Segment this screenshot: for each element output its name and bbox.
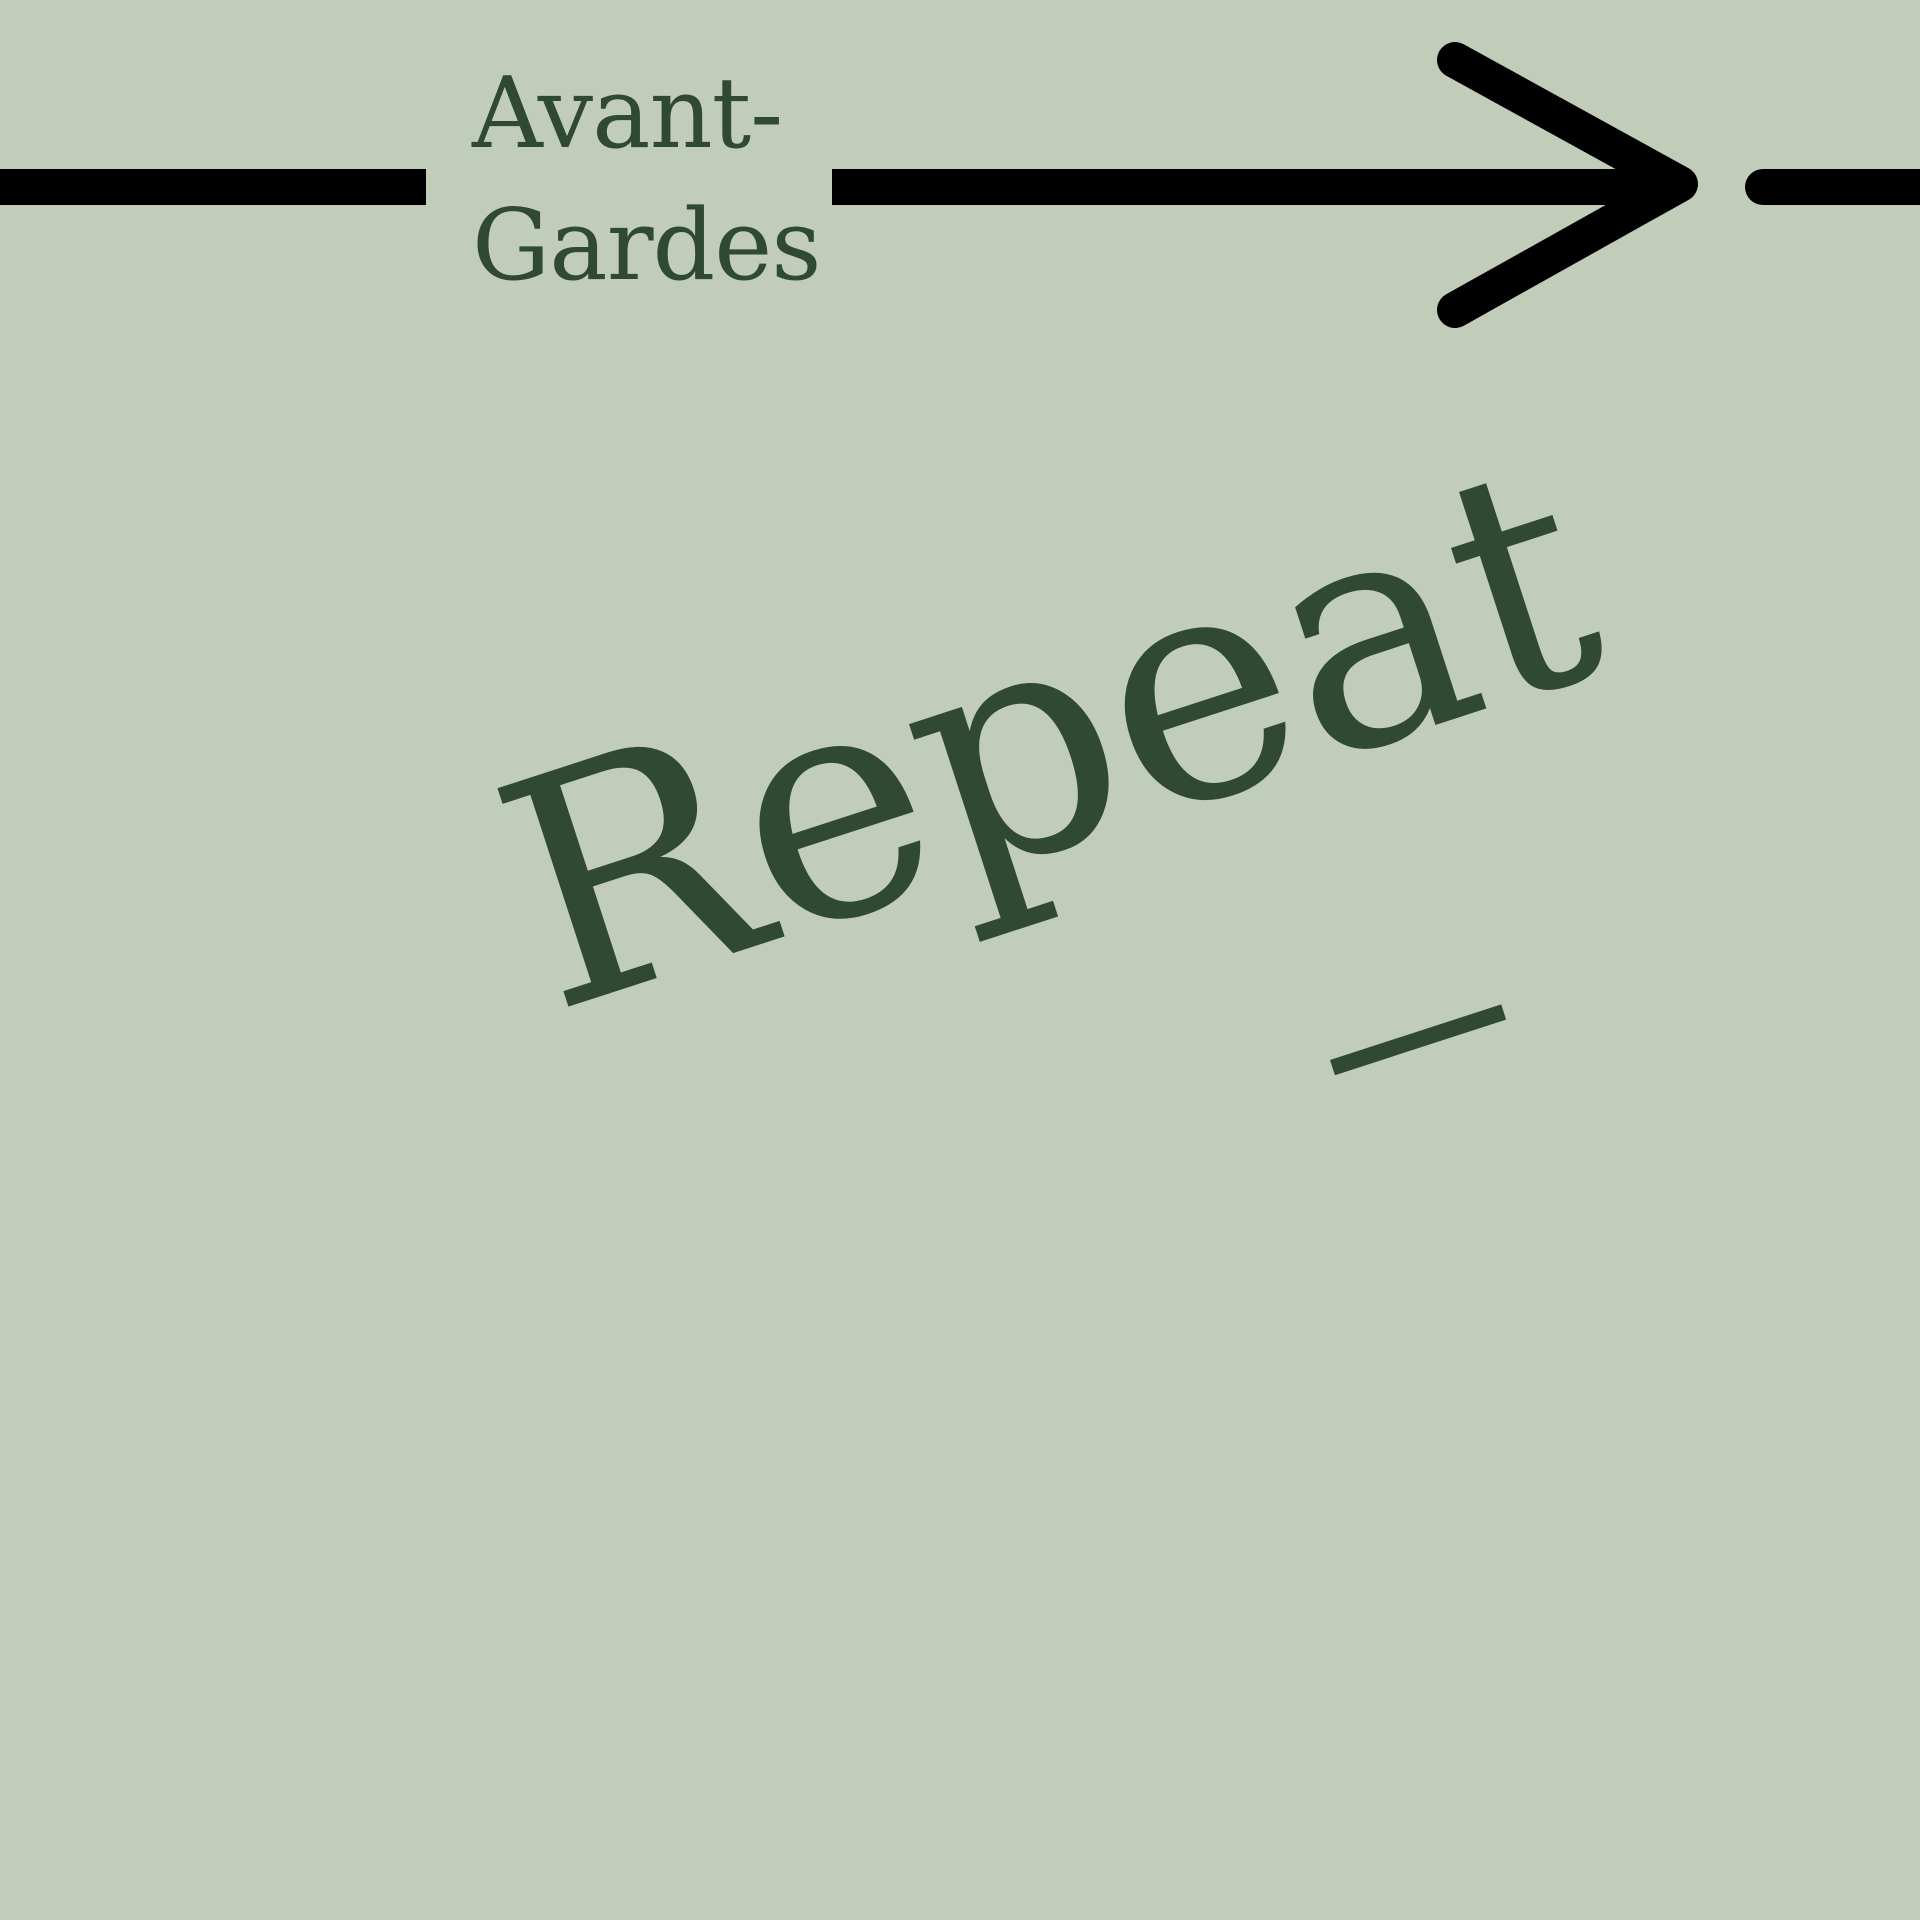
top-bar: Avant- Gardes: [0, 0, 1920, 360]
brand-line-1: Avant-: [472, 57, 783, 171]
brand-title: Avant- Gardes: [472, 48, 822, 312]
headline-underline: [1330, 1004, 1507, 1076]
brand-line-2: Gardes: [472, 189, 822, 303]
right-rule: [1745, 169, 1920, 205]
headline-repeat: Repeat: [461, 391, 1635, 1084]
middle-rule: [832, 169, 1654, 205]
arrow-right-icon: [1437, 42, 1698, 328]
left-rule: [0, 169, 426, 205]
